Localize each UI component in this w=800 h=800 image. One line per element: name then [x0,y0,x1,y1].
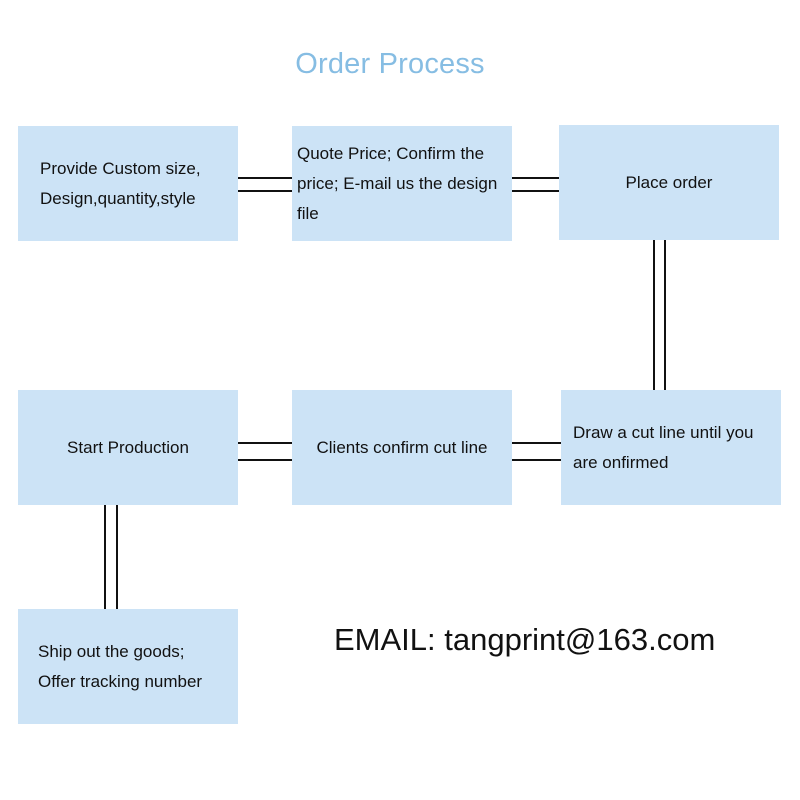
connector-line [238,177,292,179]
connector-line [238,442,292,444]
step-text-line: Quote Price; Confirm the [297,143,485,163]
step-text-line: Clients confirm cut line [316,437,488,457]
connector-line [512,442,561,444]
connector-line [653,240,655,390]
connector-line [238,459,292,461]
step-confirm-cut-line: Clients confirm cut line [292,390,512,505]
step-draw-cut-line: Draw a cut line until you are onfirmed [561,390,781,505]
step-place-order: Place order [559,125,779,240]
step-text-line: are onfirmed [573,452,669,472]
step-text-line: Design,quantity,style [40,188,196,208]
connector-line [512,459,561,461]
connector-line [664,240,666,390]
step-text-line: Place order [625,172,713,192]
connector-line [238,190,292,192]
connector-line [116,505,118,609]
diagram-title: Order Process [295,48,485,80]
email-contact: EMAIL: tangprint@163.com [334,622,716,657]
step-text-line: file [297,203,319,223]
step-text-line: Provide Custom size, [40,158,201,178]
connector-line [104,505,106,609]
step-text-line: Start Production [67,437,189,457]
step-text-line: Draw a cut line until you [573,422,754,442]
connector-line [512,190,559,192]
step-quote-price: Quote Price; Confirm the price; E-mail u… [292,126,512,241]
step-provide-specs: Provide Custom size, Design,quantity,sty… [18,126,238,241]
step-text-line: price; E-mail us the design [297,173,498,193]
step-ship-goods: Ship out the goods; Offer tracking numbe… [18,609,238,724]
step-start-production: Start Production [18,390,238,505]
step-text-line: Ship out the goods; [38,641,185,661]
connector-line [512,177,559,179]
step-text-line: Offer tracking number [38,671,203,691]
